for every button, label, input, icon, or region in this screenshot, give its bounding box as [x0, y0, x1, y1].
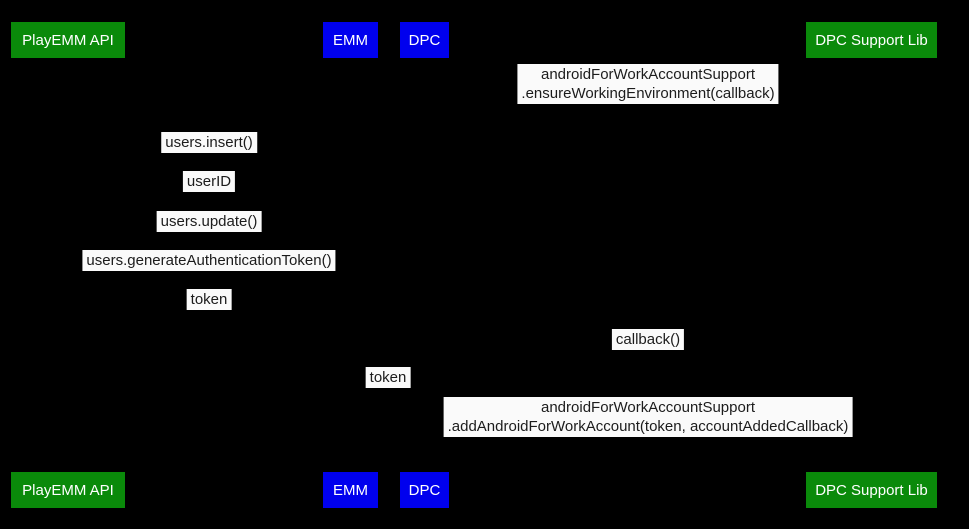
message-token-to-dpc: token — [365, 367, 411, 388]
participant-dpc-bottom: DPC — [400, 472, 449, 508]
message-line: .ensureWorkingEnvironment(callback) — [521, 85, 775, 102]
participant-dpc-top: DPC — [400, 22, 449, 58]
participant-playemm-api-top: PlayEMM API — [11, 22, 125, 58]
message-add-android-for-work-account: androidForWorkAccountSupport .addAndroid… — [443, 397, 853, 437]
message-generate-authentication-token: users.generateAuthenticationToken() — [82, 250, 336, 271]
message-users-insert: users.insert() — [161, 132, 257, 153]
message-userid: userID — [182, 171, 236, 192]
message-users-update: users.update() — [156, 211, 262, 232]
message-token-to-emm: token — [186, 289, 232, 310]
participant-emm-bottom: EMM — [323, 472, 378, 508]
participant-dpc-support-lib-bottom: DPC Support Lib — [806, 472, 937, 508]
message-line: androidForWorkAccountSupport — [540, 66, 755, 83]
message-callback: callback() — [611, 329, 685, 350]
message-line: androidForWorkAccountSupport — [541, 399, 755, 416]
participant-emm-top: EMM — [323, 22, 378, 58]
message-line: .addAndroidForWorkAccount(token, account… — [447, 418, 849, 435]
participant-playemm-api-bottom: PlayEMM API — [11, 472, 125, 508]
participant-dpc-support-lib-top: DPC Support Lib — [806, 22, 937, 58]
message-ensure-working-environment: androidForWorkAccountSupport .ensureWork… — [517, 64, 779, 104]
